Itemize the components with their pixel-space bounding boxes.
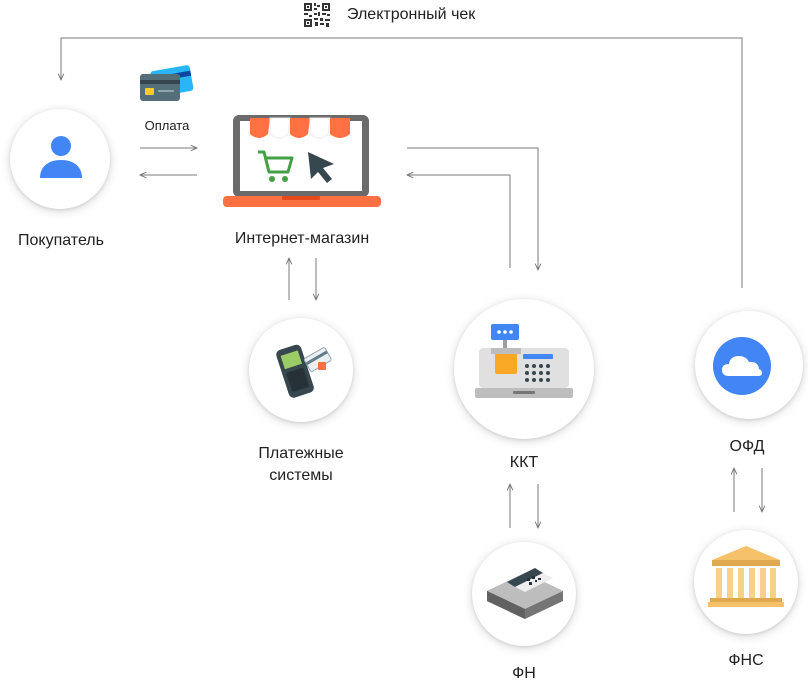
shop-to-kkt-connector bbox=[407, 147, 538, 270]
fiscal-drive-icon bbox=[487, 568, 563, 619]
cash-register-icon bbox=[475, 324, 573, 398]
receipt-label: Электронный чек bbox=[347, 6, 476, 23]
buyer-node bbox=[10, 109, 110, 209]
payment-label: Оплата bbox=[144, 118, 190, 133]
receipt-connector bbox=[61, 37, 743, 288]
cloud-icon bbox=[713, 337, 771, 395]
fns-label: ФНС bbox=[728, 652, 764, 669]
ofd-label: ОФД bbox=[729, 438, 765, 455]
person-icon bbox=[40, 136, 82, 178]
buyer-label: Покупатель bbox=[18, 232, 104, 249]
shop-label: Интернет-магазин bbox=[234, 230, 370, 247]
payment-systems-label: Платежные системы bbox=[220, 443, 382, 487]
credit-cards-icon bbox=[140, 65, 194, 101]
qr-code-icon bbox=[303, 2, 331, 28]
fn-label: ФН bbox=[512, 665, 536, 682]
kkt-to-shop-connector bbox=[407, 175, 511, 268]
storefront-laptop-icon bbox=[223, 115, 381, 207]
payment-terminal-icon bbox=[276, 344, 332, 398]
payment-systems-label-line1: Платежные bbox=[258, 445, 344, 462]
payment-systems-label-line2: системы bbox=[269, 467, 333, 484]
government-building-icon bbox=[708, 546, 784, 607]
kkt-label: ККТ bbox=[509, 454, 539, 471]
